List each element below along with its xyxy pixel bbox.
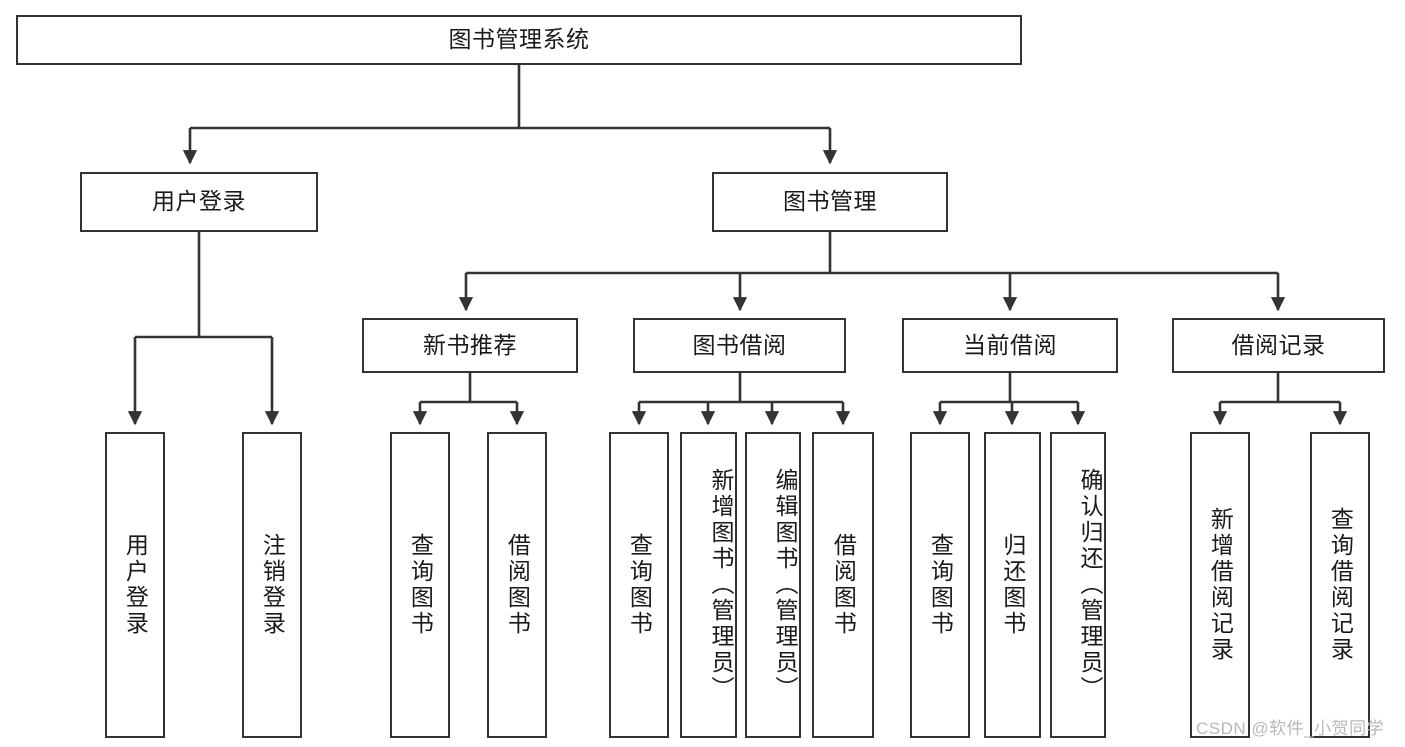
- leaf-current-borrow-return[interactable]: 归还图书: [984, 432, 1041, 738]
- node-label: 借阅图书: [830, 533, 857, 637]
- leaf-borrow-record-add[interactable]: 新增借阅记录: [1190, 432, 1250, 738]
- leaf-book-borrow-edit-admin[interactable]: 编辑图书（管理员）: [745, 432, 801, 738]
- node-current-borrow[interactable]: 当前借阅: [902, 318, 1118, 373]
- leaf-current-borrow-query[interactable]: 查询图书: [910, 432, 970, 738]
- leaf-book-borrow-borrow[interactable]: 借阅图书: [812, 432, 874, 738]
- node-label: 查询图书: [626, 533, 653, 637]
- node-new-book-recommend[interactable]: 新书推荐: [362, 318, 578, 373]
- csdn-watermark: CSDN @软件_小贺同学: [1196, 719, 1385, 738]
- node-label: 编辑图书（管理员）: [772, 468, 798, 702]
- node-book-borrow[interactable]: 图书借阅: [633, 318, 846, 373]
- node-label: 归还图书: [999, 533, 1026, 637]
- leaf-user-login-signout[interactable]: 注销登录: [242, 432, 302, 738]
- node-label: 借阅图书: [504, 533, 531, 637]
- leaf-book-borrow-add-admin[interactable]: 新增图书（管理员）: [680, 432, 737, 738]
- node-user-login[interactable]: 用户登录: [80, 172, 318, 232]
- node-borrow-record[interactable]: 借阅记录: [1172, 318, 1385, 373]
- node-label: 查询图书: [927, 533, 954, 637]
- node-label: 注销登录: [259, 533, 286, 637]
- leaf-current-borrow-confirm-admin[interactable]: 确认归还（管理员）: [1050, 432, 1106, 738]
- node-book-management[interactable]: 图书管理: [712, 172, 948, 232]
- node-label: 图书管理: [783, 188, 877, 215]
- node-label: 用户登录: [152, 188, 246, 215]
- node-root-book-management-system[interactable]: 图书管理系统: [16, 15, 1022, 65]
- node-label: 用户登录: [122, 533, 149, 637]
- node-label: 图书管理系统: [448, 26, 590, 53]
- node-label: 当前借阅: [963, 331, 1057, 358]
- node-label: 确认归还（管理员）: [1077, 468, 1103, 702]
- leaf-book-borrow-query[interactable]: 查询图书: [609, 432, 669, 738]
- node-label: 借阅记录: [1231, 331, 1326, 358]
- leaf-user-login-signin[interactable]: 用户登录: [105, 432, 165, 738]
- leaf-borrow-record-query[interactable]: 查询借阅记录: [1310, 432, 1370, 738]
- leaf-new-book-borrow[interactable]: 借阅图书: [487, 432, 547, 738]
- node-label: 查询借阅记录: [1327, 507, 1354, 663]
- leaf-new-book-query[interactable]: 查询图书: [390, 432, 450, 738]
- node-label: 查询图书: [407, 533, 434, 637]
- node-label: 新书推荐: [423, 331, 517, 358]
- node-label: 图书借阅: [692, 331, 787, 358]
- node-label: 新增图书（管理员）: [708, 468, 734, 702]
- node-label: 新增借阅记录: [1207, 507, 1234, 663]
